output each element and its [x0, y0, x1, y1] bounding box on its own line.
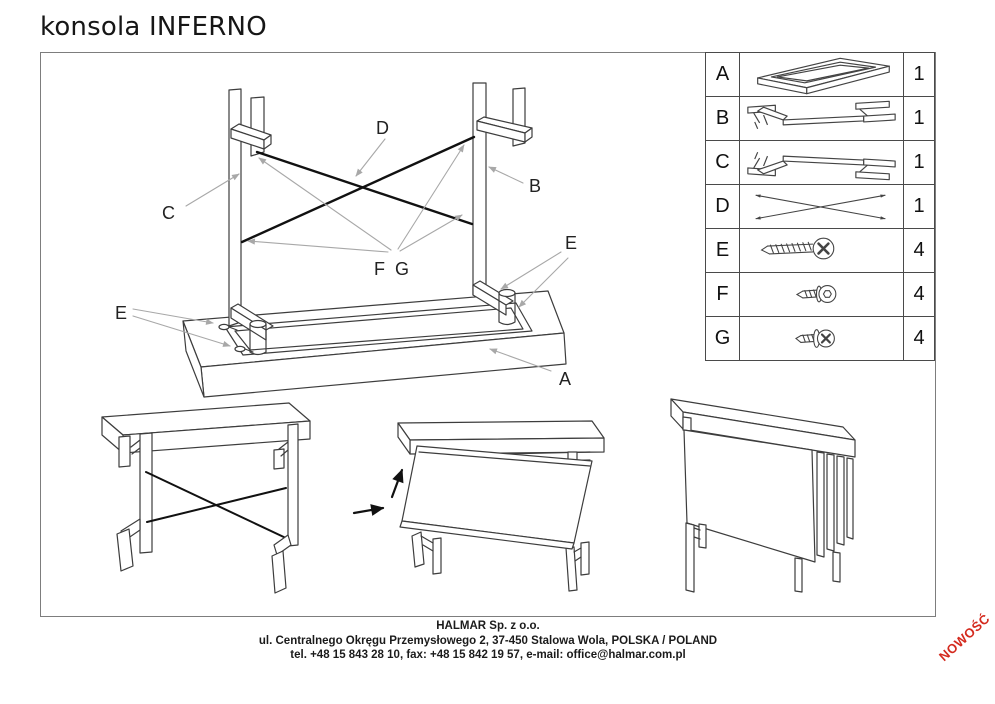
label-part-f: F	[374, 259, 385, 279]
part-qty: 4	[903, 273, 934, 316]
frame-b	[747, 100, 896, 130]
nowosc-badge: NOWOŚĆ	[935, 610, 993, 665]
label-part-e-right: E	[565, 233, 578, 253]
parts-row-e: E 4	[706, 229, 934, 273]
long-screw-icon	[740, 229, 903, 272]
footer-company: HALMAR Sp. z o.o.	[436, 620, 540, 632]
page-title: konsola INFERNO	[40, 12, 267, 42]
pan-head-screw-icon	[740, 317, 903, 360]
part-qty: 4	[903, 229, 934, 272]
parts-row-a: A 1	[706, 53, 934, 97]
leg-frame-icon	[740, 97, 903, 140]
footer-address: ul. Centralnego Okręgu Przemysłowego 2, …	[258, 634, 718, 647]
footer-contact: tel. +48 15 843 28 10, fax: +48 15 842 1…	[290, 649, 686, 661]
part-qty: 1	[903, 185, 934, 228]
label-part-e-left: E	[115, 303, 128, 323]
frame-c	[747, 151, 896, 181]
top-panel-icon	[740, 53, 903, 96]
cross-brace-rods-icon	[740, 185, 903, 228]
leg-frame-mirrored-icon	[740, 141, 903, 184]
part-letter: C	[706, 141, 740, 184]
parts-row-d: D 1	[706, 185, 934, 229]
part-letter: B	[706, 97, 740, 140]
part-letter: G	[706, 317, 740, 360]
footer: HALMAR Sp. z o.o. ul. Centralnego Okręgu…	[40, 619, 936, 663]
part-qty: 1	[903, 141, 934, 184]
label-part-c: C	[162, 203, 175, 223]
parts-row-b: B 1	[706, 97, 934, 141]
parts-row-c: C 1	[706, 141, 934, 185]
part-letter: F	[706, 273, 740, 316]
part-qty: 1	[903, 53, 934, 96]
parts-row-g: G 4	[706, 317, 934, 360]
part-qty: 1	[903, 97, 934, 140]
label-part-g: G	[395, 259, 410, 279]
label-part-a: A	[559, 369, 572, 389]
part-letter: A	[706, 53, 740, 96]
label-part-d: D	[376, 118, 389, 138]
part-qty: 4	[903, 317, 934, 360]
hex-socket-bolt-icon	[740, 273, 903, 316]
part-letter: D	[706, 185, 740, 228]
label-part-b: B	[529, 176, 542, 196]
parts-row-f: F 4	[706, 273, 934, 317]
part-letter: E	[706, 229, 740, 272]
parts-table: A 1 B	[705, 52, 935, 361]
